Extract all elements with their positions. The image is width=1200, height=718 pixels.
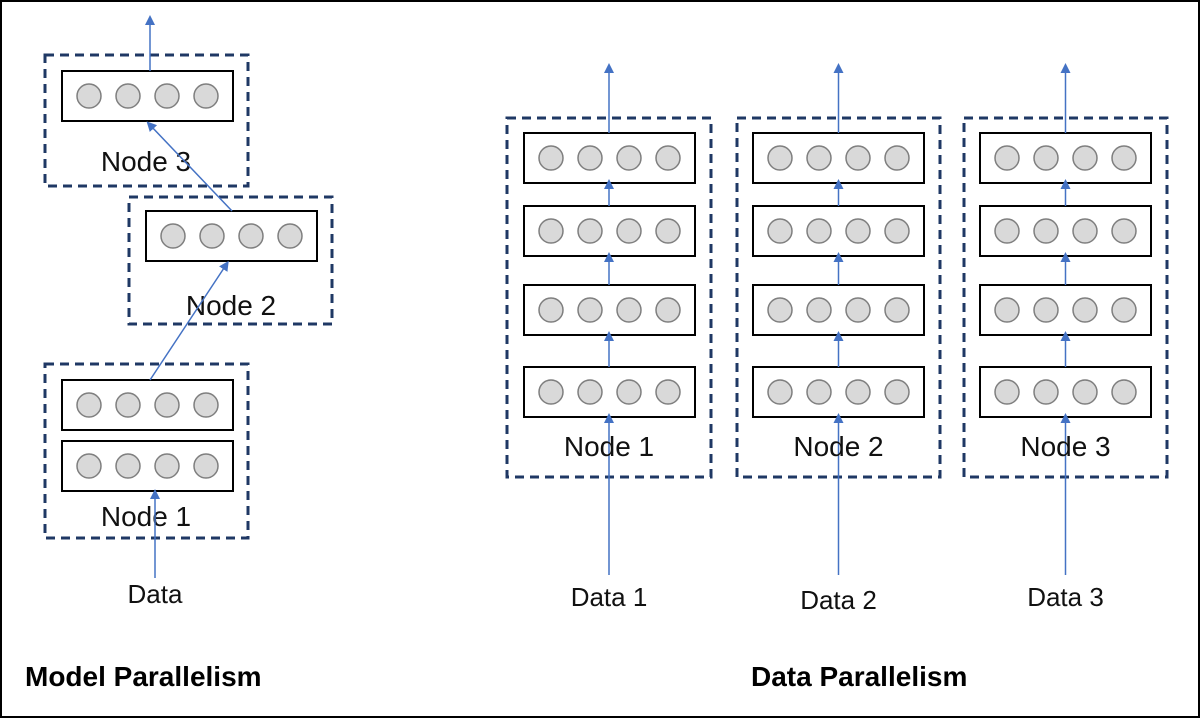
node-label: Node 1 [564, 431, 654, 462]
circle-icon [806, 218, 832, 244]
data-label: Data 2 [800, 585, 877, 615]
circle-icon [616, 379, 642, 405]
circle-icon [616, 297, 642, 323]
circle-icon [154, 453, 180, 479]
data-parallelism-title: Data Parallelism [751, 661, 967, 692]
circle-icon [577, 218, 603, 244]
arrow-up-icon [149, 260, 229, 381]
circle-icon [767, 379, 793, 405]
circle-icon [115, 392, 141, 418]
circle-icon [994, 145, 1020, 171]
circle-icon [76, 453, 102, 479]
node-label: Node 1 [101, 501, 191, 532]
circle-icon [767, 218, 793, 244]
circle-icon [193, 453, 219, 479]
circle-icon [884, 218, 910, 244]
circle-icon [115, 453, 141, 479]
arrow-up-icon [146, 121, 233, 212]
circle-icon [154, 83, 180, 109]
circle-icon [806, 145, 832, 171]
circle-icon [806, 297, 832, 323]
circle-icon [884, 297, 910, 323]
node-box [43, 362, 250, 540]
circle-icon [767, 297, 793, 323]
circle-icon [577, 379, 603, 405]
circle-icon [115, 83, 141, 109]
circle-icon [884, 379, 910, 405]
circle-icon [193, 83, 219, 109]
circle-icon [1072, 297, 1098, 323]
node-label: Node 3 [1020, 431, 1110, 462]
circle-icon [616, 145, 642, 171]
circle-icon [1033, 145, 1059, 171]
circle-icon [277, 223, 303, 249]
data-label: Data 1 [571, 582, 648, 612]
circle-icon [1111, 379, 1137, 405]
circle-icon [655, 218, 681, 244]
circle-icon [655, 145, 681, 171]
circle-icon [577, 297, 603, 323]
circle-icon [994, 379, 1020, 405]
circle-icon [994, 218, 1020, 244]
circle-icon [655, 297, 681, 323]
model-parallelism-title: Model Parallelism [25, 661, 262, 692]
circle-icon [616, 218, 642, 244]
circle-icon [1111, 297, 1137, 323]
circle-icon [806, 379, 832, 405]
circle-icon [160, 223, 186, 249]
circle-icon [538, 218, 564, 244]
circle-icon [1111, 218, 1137, 244]
circle-icon [655, 379, 681, 405]
circle-icon [238, 223, 264, 249]
circle-icon [1072, 379, 1098, 405]
data-label: Data 3 [1027, 582, 1104, 612]
data-parallelism-group: Node 1 Data 1 Node 2 Data 2 Node 3 Data 3 [505, 63, 1169, 615]
node-box [43, 53, 250, 188]
model-parallelism-group: Node 3 Node 2 Node 1 Data [43, 15, 334, 609]
circle-icon [76, 392, 102, 418]
circle-icon [1072, 218, 1098, 244]
circle-icon [845, 297, 871, 323]
circle-icon [845, 218, 871, 244]
circle-icon [845, 145, 871, 171]
circle-icon [884, 145, 910, 171]
circle-icon [1111, 145, 1137, 171]
circle-icon [538, 297, 564, 323]
circle-icon [577, 145, 603, 171]
circle-icon [1033, 297, 1059, 323]
circle-icon [845, 379, 871, 405]
circle-icon [1072, 145, 1098, 171]
circle-icon [1033, 218, 1059, 244]
node-label: Node 3 [101, 146, 191, 177]
circle-icon [1033, 379, 1059, 405]
node-label: Node 2 [186, 290, 276, 321]
circle-icon [76, 83, 102, 109]
data-label: Data [128, 579, 183, 609]
node-label: Node 2 [793, 431, 883, 462]
circle-icon [767, 145, 793, 171]
circle-icon [199, 223, 225, 249]
circle-icon [538, 145, 564, 171]
circle-icon [193, 392, 219, 418]
circle-icon [994, 297, 1020, 323]
circle-icon [538, 379, 564, 405]
circle-icon [154, 392, 180, 418]
